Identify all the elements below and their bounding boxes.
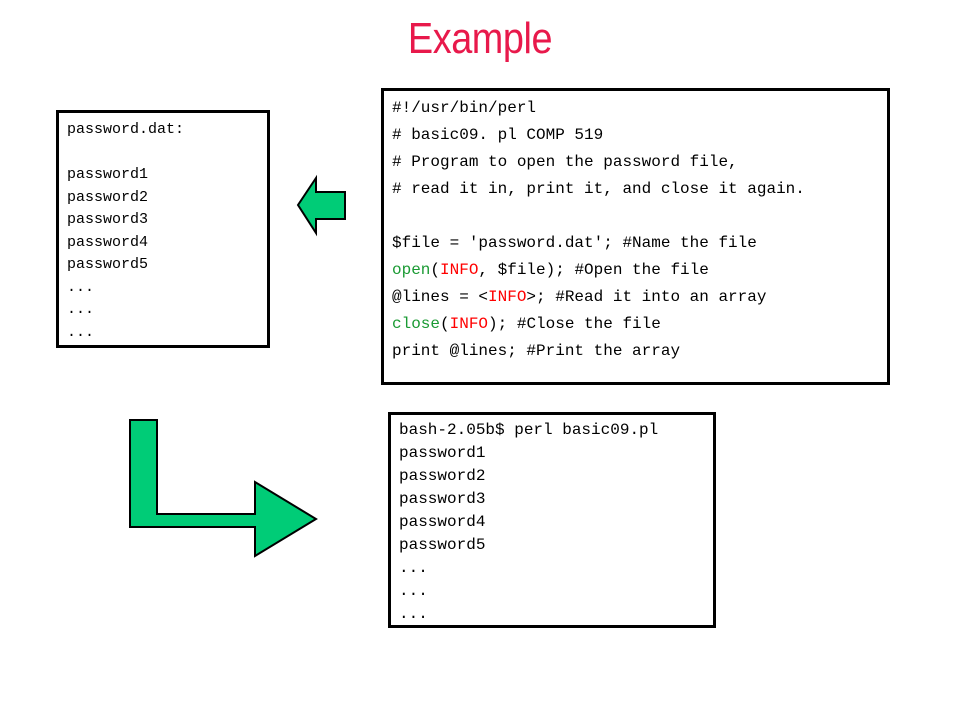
file-line: ...	[67, 323, 95, 341]
filehandle: INFO	[440, 261, 479, 279]
password-file-box: password.dat: password1 password2 password…	[56, 110, 270, 348]
filehandle: INFO	[449, 315, 489, 333]
page-title: Example	[407, 14, 553, 63]
open-keyword: open	[392, 261, 431, 279]
terminal-line: password1	[399, 444, 486, 462]
code-open-line: open(INFO, $file); #Open the file	[392, 257, 879, 284]
terminal-line: password4	[399, 513, 486, 531]
code-text: (	[440, 315, 450, 333]
code-text: @lines = <	[392, 288, 489, 306]
code-shebang: #!/usr/bin/perl	[392, 99, 537, 117]
code-comment: # basic09. pl COMP 519	[392, 126, 604, 144]
terminal-line: ...	[399, 605, 428, 623]
file-line: password3	[67, 211, 149, 228]
filehandle: INFO	[488, 288, 527, 306]
terminal-line: password5	[399, 536, 486, 554]
file-line: ...	[67, 301, 95, 318]
file-header: password.dat:	[67, 121, 185, 138]
code-print: print @lines; #Print the array	[392, 342, 681, 360]
code-close-line: close(INFO); #Close the file	[392, 311, 879, 338]
code-lines-line: @lines = <INFO>; #Read it into an array	[392, 284, 879, 311]
terminal-command: bash-2.05b$ perl basic09.pl	[399, 421, 659, 439]
code-comment: # Program to open the password file,	[392, 153, 738, 171]
close-keyword: close	[392, 315, 441, 333]
file-line: password4	[67, 233, 149, 251]
terminal-line: password3	[399, 490, 486, 508]
code-comment: # read it in, print it, and close it aga…	[392, 180, 805, 198]
code-text: >; #Read it into an array	[526, 288, 767, 306]
left-arrow-icon	[296, 174, 346, 237]
perl-script-box: #!/usr/bin/perl # basic09. pl COMP 519 # P…	[381, 88, 890, 385]
code-text: (	[430, 261, 441, 279]
bent-arrow-icon	[129, 419, 318, 558]
terminal-line: ...	[399, 559, 428, 577]
code-assign: $file = 'password.dat'; #Name the file	[392, 234, 757, 252]
file-line: password1	[67, 166, 149, 183]
file-line: password5	[67, 256, 149, 273]
blank-line	[392, 203, 879, 230]
code-text: , $file); #Open the file	[478, 261, 709, 279]
terminal-line: ...	[399, 582, 428, 600]
code-text: ); #Close the file	[488, 315, 661, 333]
file-line: password2	[67, 188, 149, 206]
terminal-line: password2	[399, 467, 486, 485]
blank-line	[67, 142, 259, 165]
file-line: ...	[67, 278, 95, 296]
terminal-output-box: bash-2.05b$ perl basic09.pl password1 pass…	[388, 412, 716, 628]
